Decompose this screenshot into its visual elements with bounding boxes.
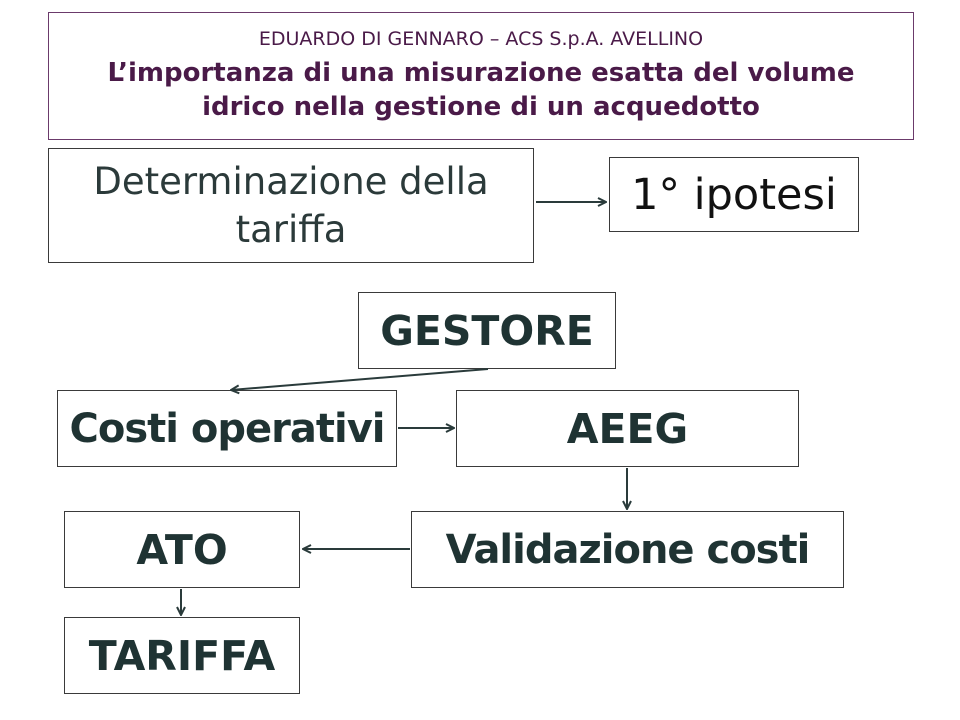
- title-line-1: L’importanza di una misurazione esatta d…: [107, 58, 855, 88]
- node-tariffa: TARIFFA: [64, 617, 300, 694]
- node-prima-ipotesi: 1° ipotesi: [609, 157, 859, 232]
- node-determinazione-tariffa: Determinazione della tariffa: [48, 148, 534, 263]
- node-ato: ATO: [64, 511, 300, 588]
- node-gestore: GESTORE: [358, 292, 616, 369]
- arrow-gestore-to-costi: [231, 368, 489, 390]
- slide-header: EDUARDO DI GENNARO – ACS S.p.A. AVELLINO…: [48, 12, 914, 140]
- node-validazione-costi: Validazione costi: [411, 511, 844, 588]
- node-determinazione-line-2: tariffa: [235, 207, 347, 251]
- slide-title: L’importanza di una misurazione esatta d…: [108, 56, 855, 124]
- node-costi-operativi: Costi operativi: [57, 390, 397, 467]
- author-line: EDUARDO DI GENNARO – ACS S.p.A. AVELLINO: [258, 28, 704, 50]
- title-line-2: idrico nella gestione di un acquedotto: [202, 92, 760, 122]
- node-determinazione-line-1: Determinazione della: [93, 159, 489, 203]
- node-aeeg: AEEG: [456, 390, 799, 467]
